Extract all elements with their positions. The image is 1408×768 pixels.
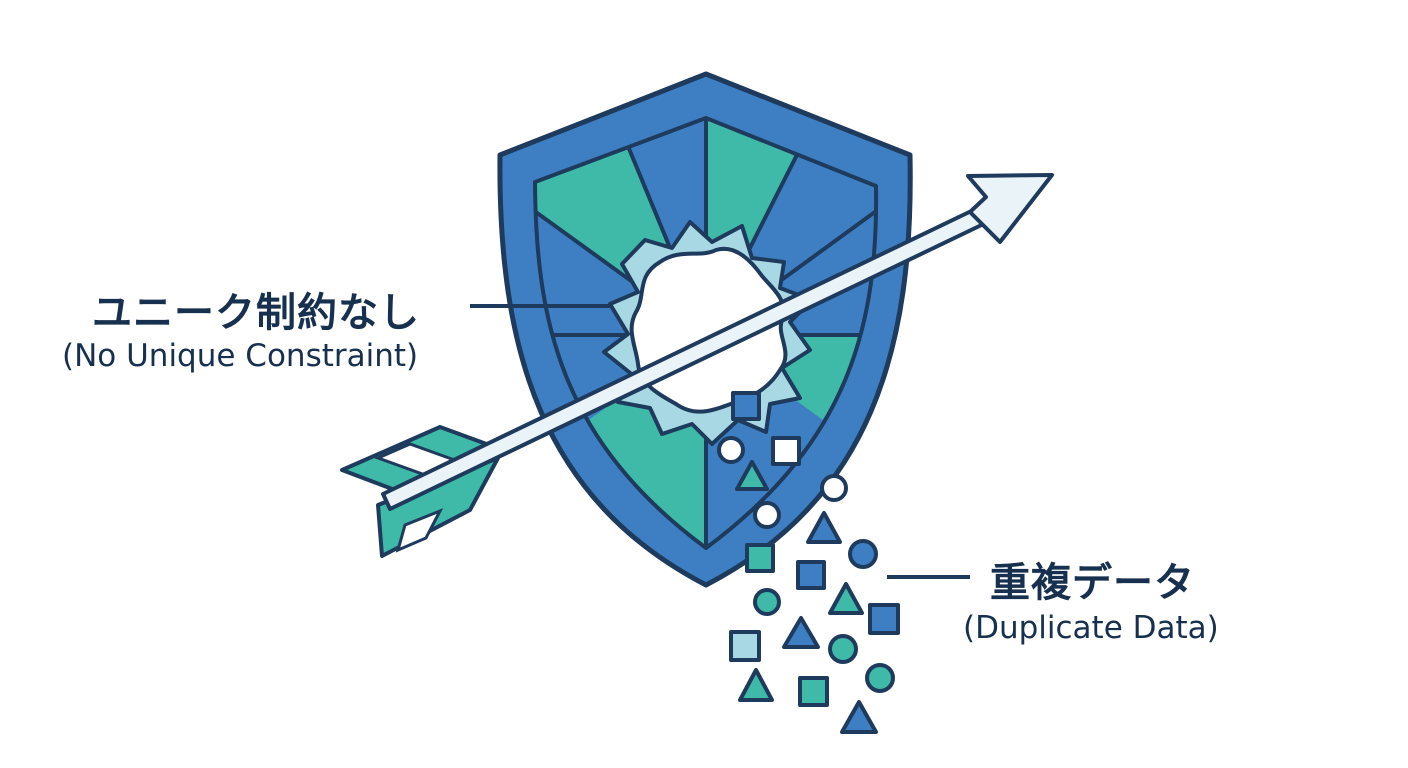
data-square [796,560,826,590]
data-circle [865,663,895,693]
data-square [729,630,761,662]
data-circle [753,501,781,529]
data-square [868,603,900,635]
constraint-label-en: (No Unique Constraint) [62,338,419,374]
data-triangle [782,616,820,649]
data-square [731,391,761,421]
data-square [745,543,775,573]
data-triangle [828,582,864,615]
data-circle [717,436,745,464]
data-circle [848,539,878,569]
data-square [771,436,801,466]
data-circle [820,474,848,502]
data-circle [753,588,781,616]
arrow-head [966,173,1054,244]
data-items [717,391,900,734]
duplicate-label-jp: 重複データ [990,560,1195,606]
data-triangle [738,668,774,702]
arrow-icon [340,173,1054,558]
data-square [798,676,829,707]
data-triangle [840,700,878,734]
data-triangle [806,511,842,544]
duplicate-label-en: (Duplicate Data) [963,610,1219,646]
constraint-label-jp: ユニーク制約なし [92,290,420,336]
data-circle [828,634,858,664]
data-triangle [735,460,769,491]
